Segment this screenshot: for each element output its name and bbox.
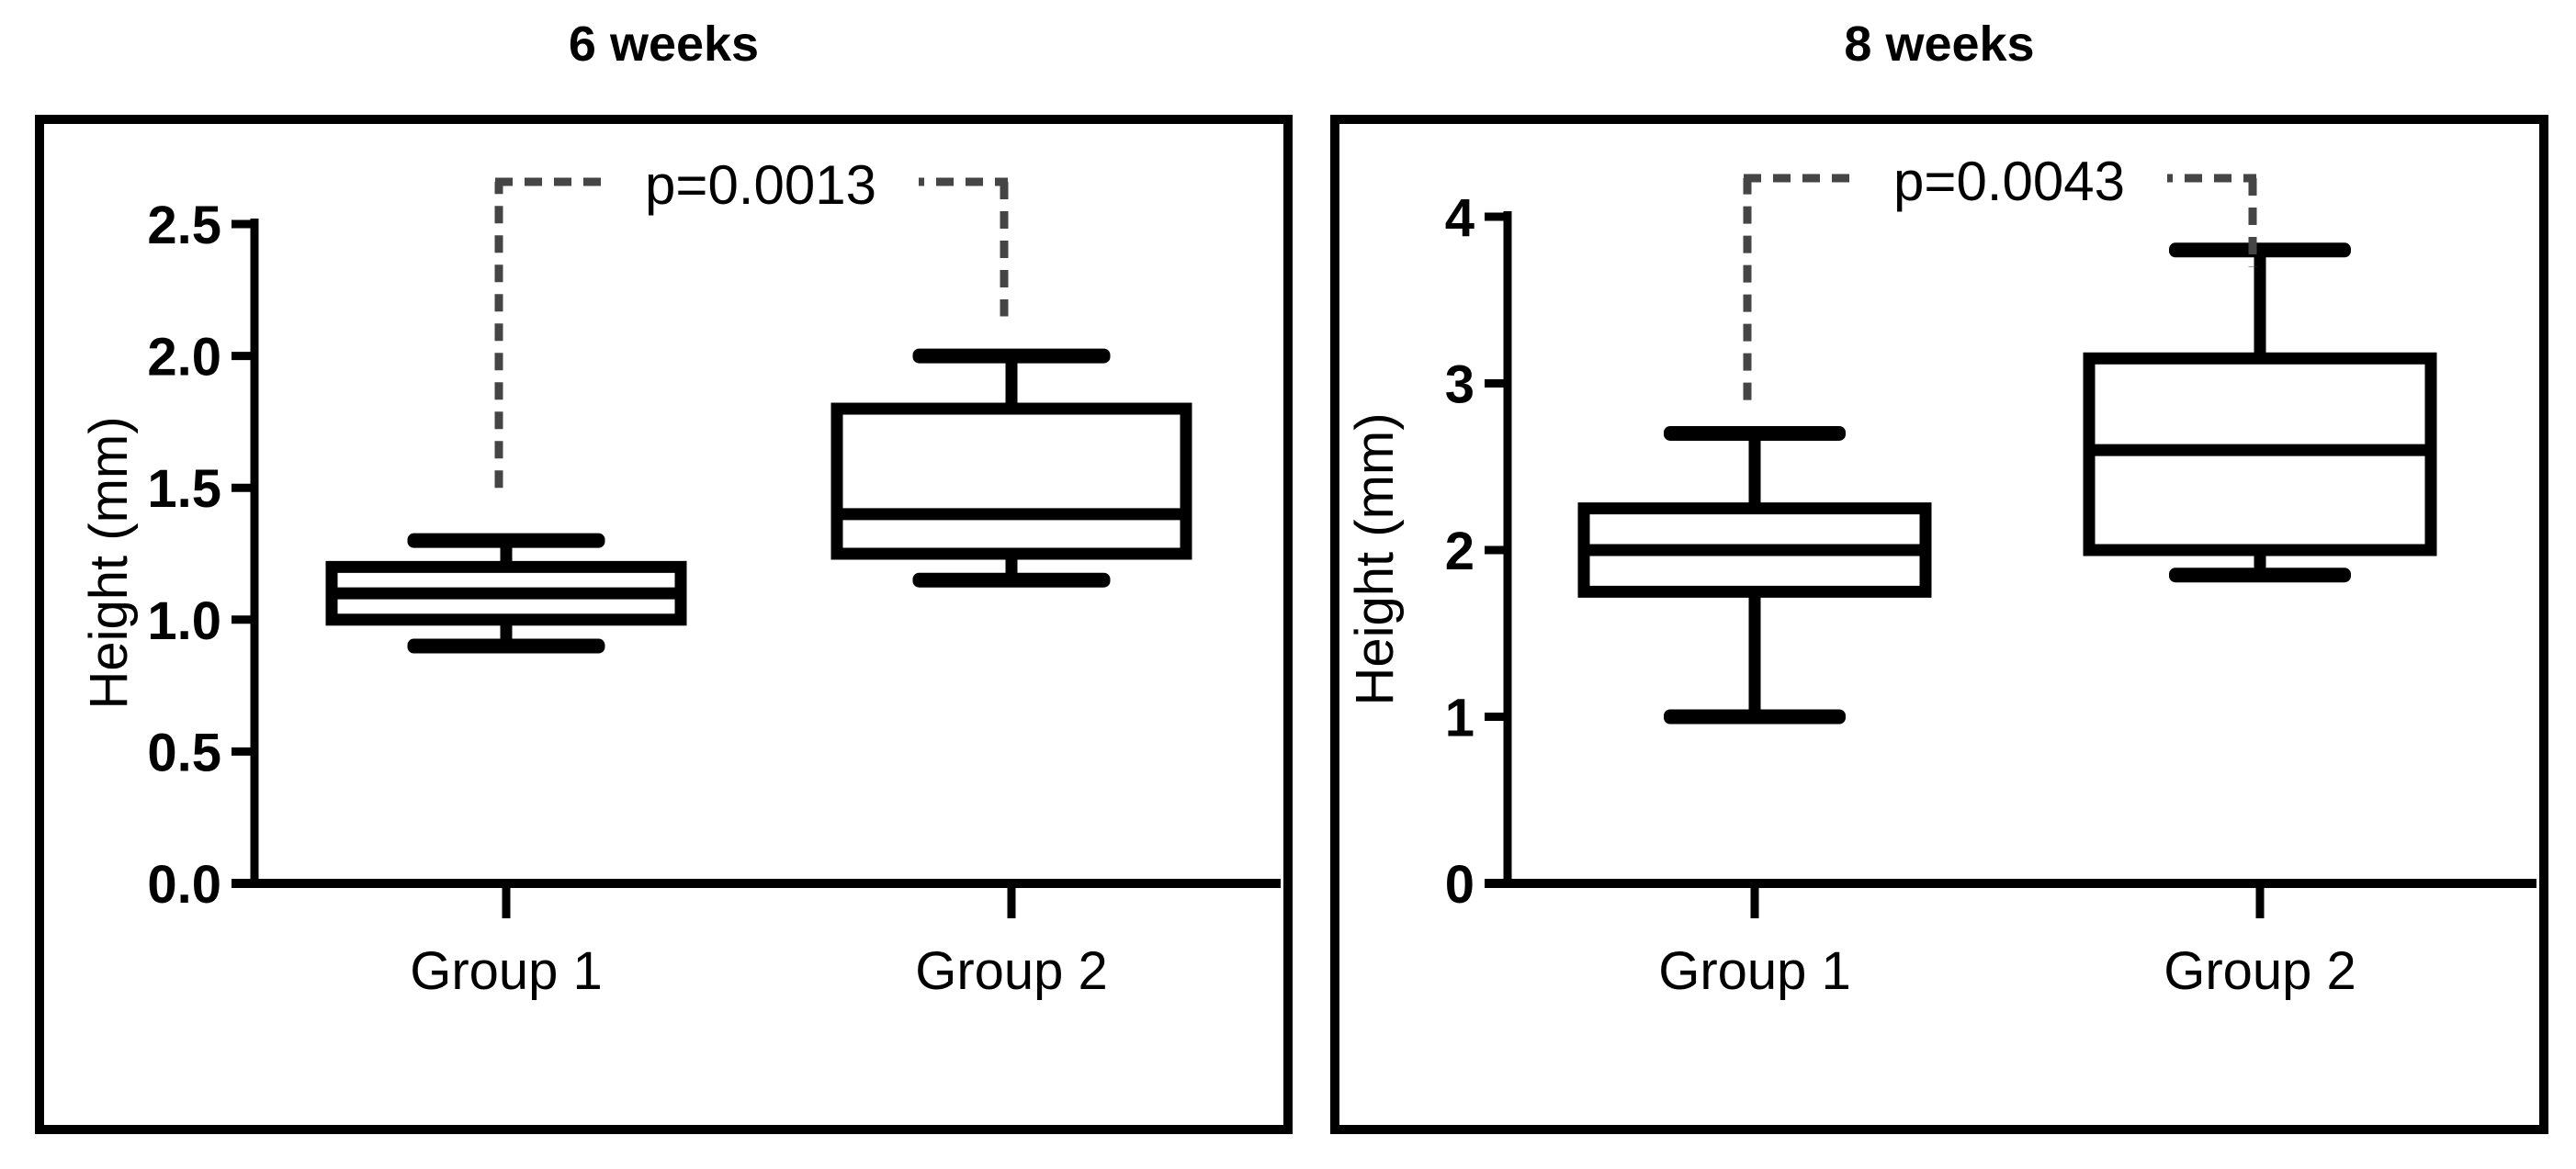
- lower-whisker-cap: [912, 572, 1111, 588]
- chart-title: 8 weeks: [1844, 17, 2034, 72]
- upper-whisker-cap: [1664, 425, 1846, 441]
- boxplot-group-2: [2083, 242, 2437, 583]
- y-tick-label: 4: [1445, 188, 1474, 248]
- boxplot-group-2: [830, 348, 1192, 588]
- x-category-label: Group 2: [2164, 941, 2356, 1001]
- p-label-backdrop: [1851, 136, 2167, 220]
- boxplot-group-1: [1577, 425, 1932, 725]
- significance-bracket: p=0.0043: [1743, 136, 2257, 400]
- p-value-label: p=0.0043: [1893, 151, 2125, 212]
- x-category-label: Group 1: [1658, 941, 1851, 1001]
- y-tick-label: 2.0: [147, 328, 221, 388]
- y-tick-label: 1.0: [147, 591, 221, 651]
- lower-whisker-cap: [1664, 709, 1846, 725]
- upper-whisker-cap: [2169, 242, 2351, 258]
- panel-border: [35, 115, 1293, 1134]
- y-axis-label: Height (mm): [79, 416, 139, 709]
- y-tick-label: 0.5: [147, 723, 221, 782]
- iqr-box: [830, 402, 1192, 560]
- significance-bracket: p=0.0013: [494, 140, 1009, 489]
- p-label-backdrop: [603, 140, 919, 224]
- y-axis-label: Height (mm): [1345, 412, 1405, 705]
- y-tick-label: 1.5: [147, 459, 221, 519]
- p-value-label: p=0.0013: [645, 154, 876, 216]
- y-tick-label: 2: [1445, 522, 1474, 581]
- lower-whisker-cap: [2169, 568, 2351, 583]
- y-tick-label: 0: [1445, 855, 1474, 915]
- x-category-label: Group 2: [915, 941, 1108, 1001]
- boxplot-group-1: [325, 533, 687, 654]
- y-tick-label: 1: [1445, 689, 1474, 748]
- y-tick-label: 3: [1445, 355, 1474, 415]
- y-tick-label: 0.0: [147, 855, 221, 915]
- upper-whisker-cap: [407, 533, 605, 548]
- chart-title: 6 weeks: [569, 17, 759, 72]
- upper-whisker-cap: [912, 348, 1111, 364]
- panel-border: [1330, 115, 2548, 1134]
- y-tick-label: 2.5: [147, 196, 221, 255]
- x-category-label: Group 1: [410, 941, 603, 1001]
- lower-whisker-cap: [407, 638, 605, 654]
